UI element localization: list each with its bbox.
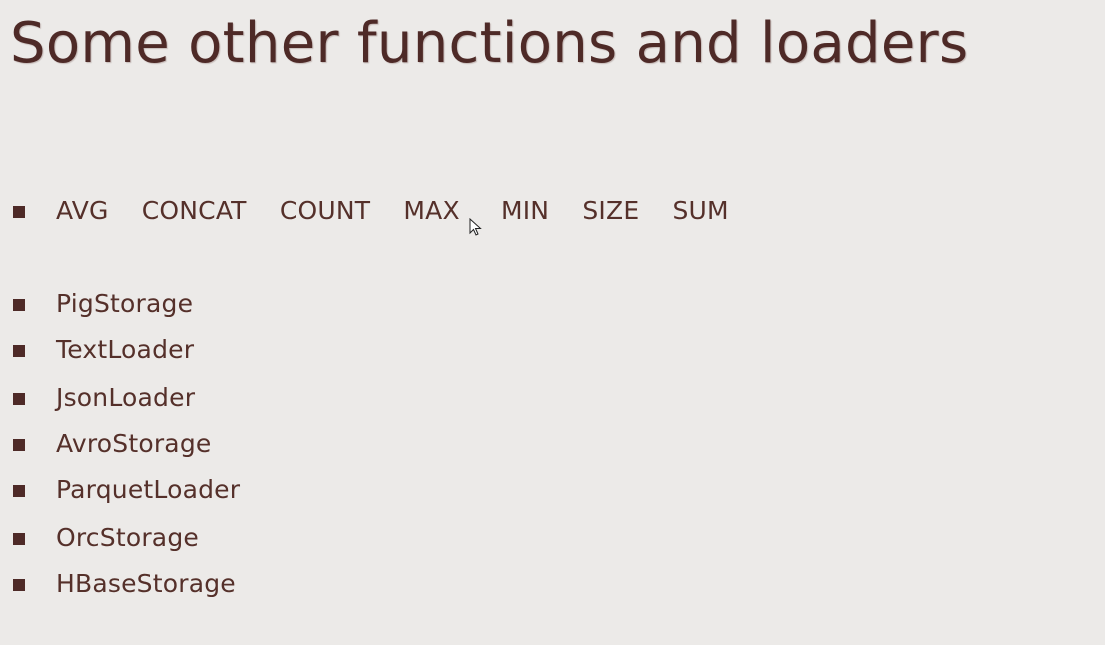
loader-avrostorage: AvroStorage <box>56 429 212 458</box>
function-max: MAX <box>403 196 460 225</box>
loader-list-item: TextLoader <box>13 330 194 370</box>
function-count: COUNT <box>279 196 371 225</box>
square-bullet-icon <box>13 345 25 357</box>
square-bullet-icon <box>13 439 25 451</box>
functions-list-item: AVG CONCAT COUNT MAX MIN SIZE SUM <box>13 191 729 231</box>
function-min: MIN <box>500 196 550 225</box>
loader-list-item: JsonLoader <box>13 378 195 418</box>
square-bullet-icon <box>13 533 25 545</box>
square-bullet-icon <box>13 393 25 405</box>
loader-parquetloader: ParquetLoader <box>56 475 241 504</box>
loader-list-item: AvroStorage <box>13 424 211 464</box>
loader-orcstorage: OrcStorage <box>56 523 199 552</box>
square-bullet-icon <box>13 206 25 218</box>
loader-list-item: OrcStorage <box>13 518 199 558</box>
function-avg: AVG <box>56 196 109 225</box>
loader-list-item: ParquetLoader <box>13 470 240 510</box>
function-size: SIZE <box>582 196 640 225</box>
loader-list-item: PigStorage <box>13 284 193 324</box>
square-bullet-icon <box>13 579 25 591</box>
slide-title: Some other functions and loaders <box>10 11 969 76</box>
loader-textloader: TextLoader <box>56 335 195 364</box>
square-bullet-icon <box>13 485 25 497</box>
loader-jsonloader: JsonLoader <box>56 383 196 412</box>
loader-hbasestorage: HBaseStorage <box>56 569 236 598</box>
function-sum: SUM <box>672 196 729 225</box>
loader-list-item: HBaseStorage <box>13 564 236 604</box>
functions-list: AVG CONCAT COUNT MAX MIN SIZE SUM <box>56 191 729 231</box>
loader-pigstorage: PigStorage <box>56 289 194 318</box>
square-bullet-icon <box>13 299 25 311</box>
function-concat: CONCAT <box>141 196 247 225</box>
